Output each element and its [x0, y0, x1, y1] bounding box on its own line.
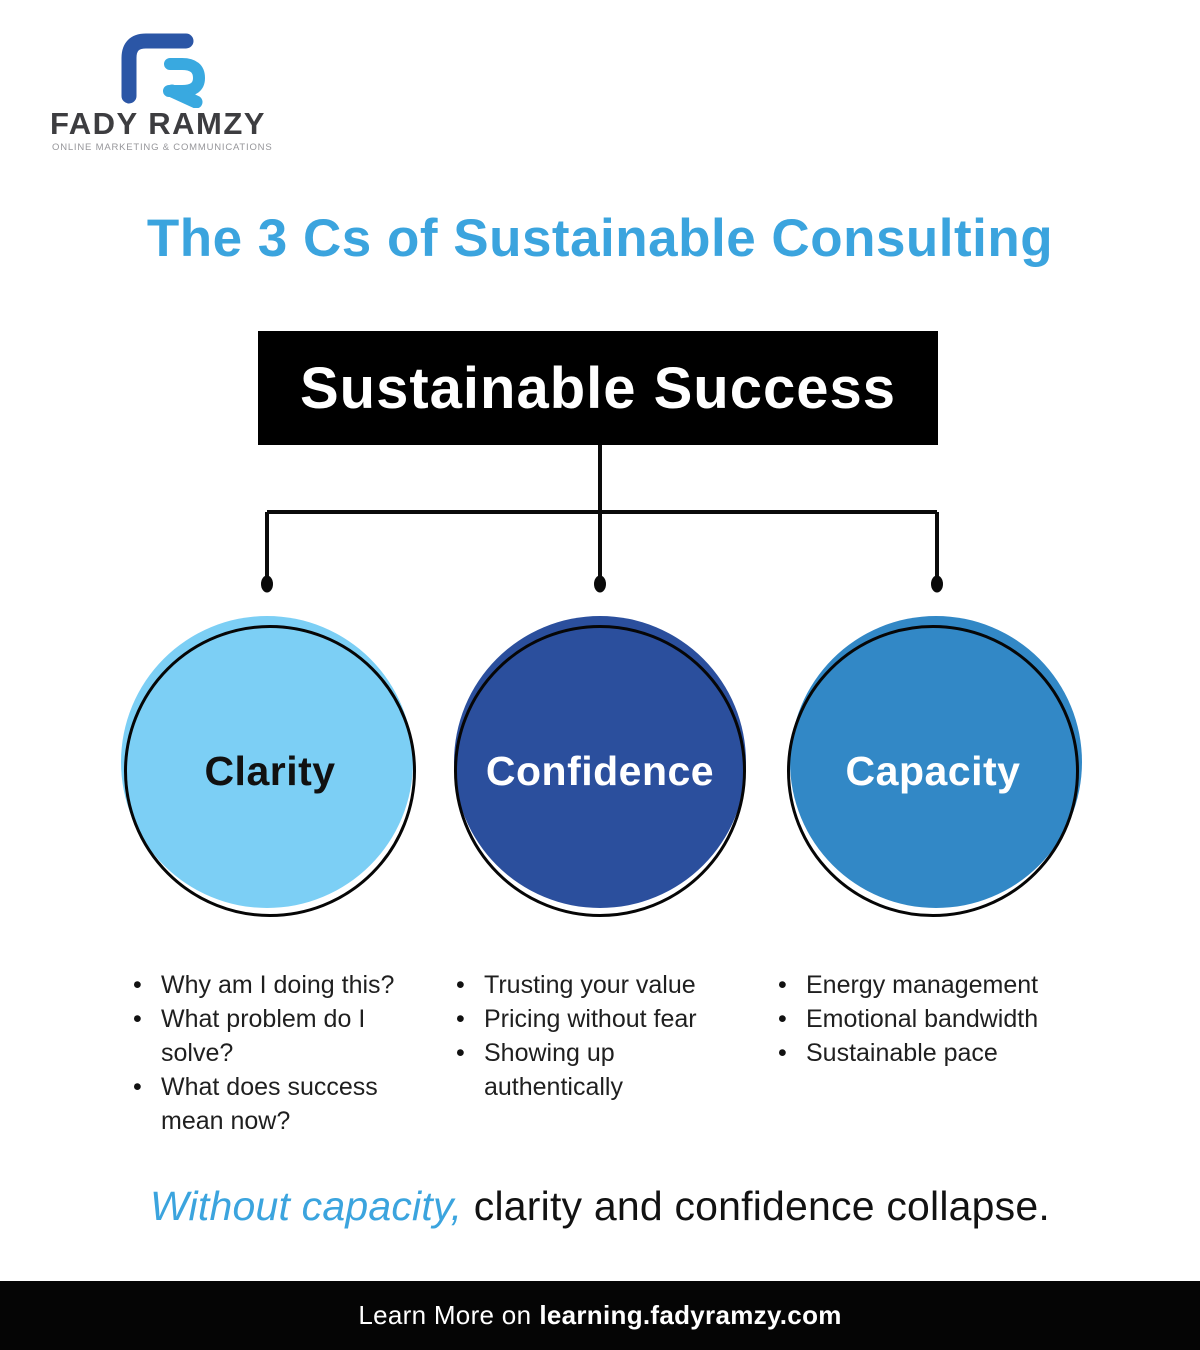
confidence-bullet-list: Trusting your value Pricing without fear…: [456, 968, 756, 1104]
circle-capacity: Capacity: [787, 616, 1082, 917]
brand-monogram-icon: [121, 33, 206, 108]
connector-dot: [594, 575, 606, 593]
circle-clarity-label: Clarity: [204, 747, 336, 794]
list-item: Energy management: [778, 968, 1098, 1002]
statement-highlight: Without capacity,: [150, 1183, 463, 1229]
list-item: Pricing without fear: [456, 1002, 756, 1036]
brand-name: FADY RAMZY: [50, 106, 266, 141]
list-item: Emotional bandwidth: [778, 1002, 1098, 1036]
list-item: Showing up authentically: [456, 1036, 756, 1104]
list-item: Sustainable pace: [778, 1036, 1098, 1070]
capacity-bullet-list: Energy management Emotional bandwidth Su…: [778, 968, 1098, 1070]
circle-confidence: Confidence: [454, 616, 746, 917]
list-item: Why am I doing this?: [133, 968, 433, 1002]
brand-tagline: ONLINE MARKETING & COMMUNICATIONS: [52, 142, 273, 153]
root-node-label: Sustainable Success: [299, 355, 897, 421]
list-item: What problem do I solve?: [133, 1002, 433, 1070]
circle-clarity: Clarity: [121, 616, 416, 917]
closing-statement: Without capacity, clarity and confidence…: [0, 1183, 1200, 1230]
circle-capacity-label: Capacity: [845, 747, 1021, 794]
connector-dot: [931, 575, 943, 593]
root-node-sustainable-success: Sustainable Success: [258, 331, 938, 445]
footer-link[interactable]: learning.fadyramzy.com: [539, 1300, 842, 1330]
list-item: What does success mean now?: [133, 1070, 433, 1138]
clarity-bullet-list: Why am I doing this? What problem do I s…: [133, 968, 433, 1138]
circle-confidence-ring: [454, 625, 746, 917]
page-title: The 3 Cs of Sustainable Consulting: [146, 209, 1054, 268]
footer-prefix: Learn More on: [358, 1300, 532, 1330]
footer-bar: Learn More on learning.fadyramzy.com: [0, 1281, 1200, 1350]
list-item: Trusting your value: [456, 968, 756, 1002]
circle-capacity-ring: [787, 625, 1079, 917]
statement-rest: clarity and confidence collapse.: [462, 1183, 1050, 1229]
circle-confidence-label: Confidence: [485, 747, 715, 794]
connector-dot: [261, 575, 273, 593]
circle-clarity-ring: [124, 625, 416, 917]
